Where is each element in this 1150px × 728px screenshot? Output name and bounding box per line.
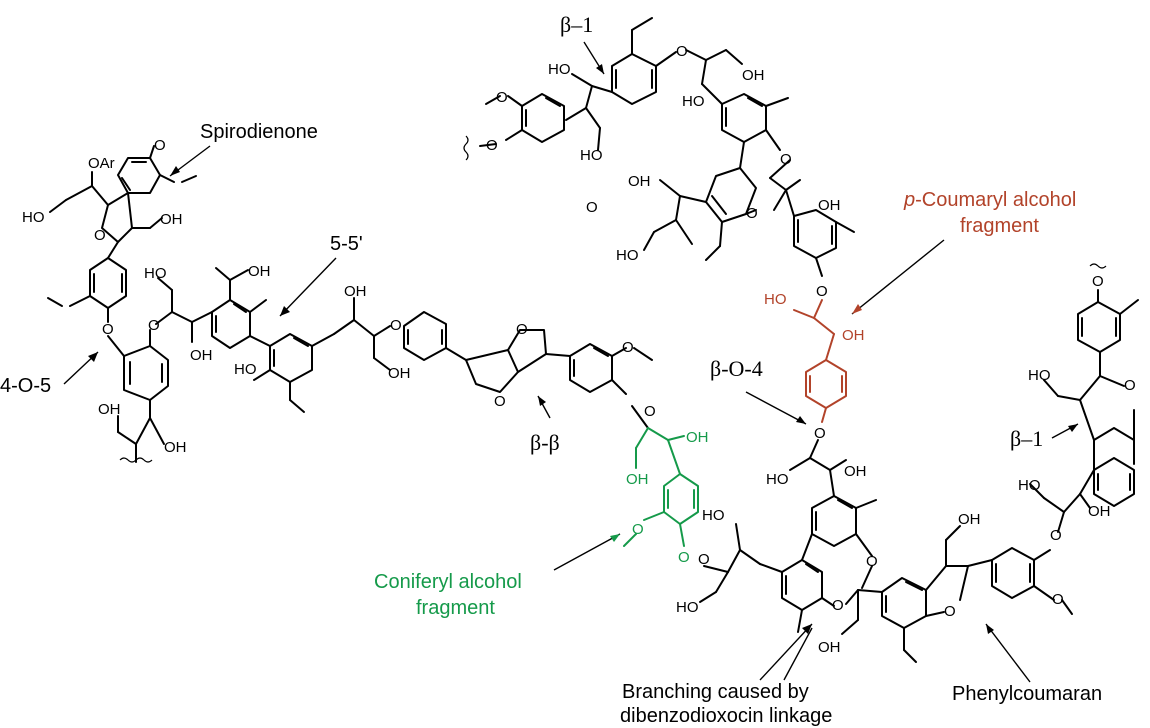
coniferyl-right-ring [569,343,653,429]
atom-oh: OH [164,439,187,456]
five-five-right-ring [253,297,391,413]
atom-oh-red: OH [842,327,865,344]
atom-ho: HO [1028,367,1051,384]
atom-oh: OH [1088,503,1111,520]
label-coniferyl-line2: fragment [416,597,495,619]
atom-oh: OH [248,263,271,280]
atom-oh: OH [160,211,183,228]
label-branching-line2: dibenzodioxocin linkage [620,705,832,727]
atom-oh: OH [818,639,841,656]
atom-o: O [486,137,498,154]
left-aryl-ring [47,257,127,357]
label-branching-line1: Branching caused by [622,681,809,703]
spirodienone-unit [49,145,197,259]
atom-ho: HO [234,361,257,378]
atom-ho: HO [676,599,699,616]
atom-oh: OH [98,401,121,418]
atom-ho: HO [548,61,571,78]
annotations: Spirodienone 5-5' 4-O-5 β-β β–1 β-O-4 β–… [0,12,1102,727]
label-beta-o-four: β-O-4 [710,356,763,381]
atom-oh: OH [344,283,367,300]
label-phenylcoumaran: Phenylcoumaran [952,683,1102,705]
atom-oh: OH [388,365,411,382]
label-four-o-five: 4-O-5 [0,375,51,397]
label-p-coumaryl-rest: -Coumaryl alcohol [915,189,1076,211]
atom-ho: HO [580,147,603,164]
atom-o: O [746,205,758,222]
five-five-left-ring [155,267,271,349]
atom-o-green: O [678,549,690,566]
atom-o: O [698,551,710,568]
atom-o: O [102,321,114,338]
atom-oh: OH [190,347,213,364]
atom-oh: OH [844,463,867,480]
label-beta-beta: β-β [530,430,560,455]
atom-labels: O OAr HO OH O O OH OH O HO OH OH HO OH O… [22,43,1136,656]
atom-o: O [1052,591,1064,608]
atom-oh: OH [628,173,651,190]
label-p-coumaryl-line2: fragment [960,215,1039,237]
atom-ho: HO [22,209,45,226]
atom-o: O [944,603,956,620]
atom-ho: HO [1018,477,1041,494]
label-p-coumaryl: p-Coumaryl alcohol [903,189,1076,211]
atom-oar: OAr [88,155,115,172]
top-beta-one-unit [463,17,743,161]
atom-o: O [814,425,826,442]
atom-o: O [1124,377,1136,394]
coniferyl-fragment [623,427,699,547]
top-dibenzodioxocin [643,93,855,277]
atom-ho: HO [616,247,639,264]
label-p-coumaryl-italic: p [903,189,915,211]
atom-o: O [1050,527,1062,544]
p-coumaryl-fragment [793,299,847,423]
atom-o: O [494,393,506,410]
atom-ho: HO [144,265,167,282]
atom-o-green: O [632,521,644,538]
atom-o: O [94,227,106,244]
four-o-five-ring [117,329,169,463]
atom-o: O [1092,273,1104,290]
atom-ho: HO [682,93,705,110]
atom-o: O [866,553,878,570]
atom-o: O [390,317,402,334]
atom-ho: HO [702,507,725,524]
atom-o: O [148,317,160,334]
atom-o: O [832,597,844,614]
atom-ho: HO [766,471,789,488]
atom-oh-green: OH [626,471,649,488]
label-spirodienone: Spirodienone [200,121,318,143]
label-beta-one-right: β–1 [1010,426,1043,451]
atom-oh: OH [818,197,841,214]
label-five-five: 5-5' [330,233,363,255]
atom-o: O [516,321,528,338]
label-coniferyl-line1: Coniferyl alcohol [374,571,522,593]
atom-o: O [676,43,688,60]
bottom-dibenzodioxocin [699,439,883,635]
right-beta-one-unit [1029,263,1139,533]
atom-o: O [496,89,508,106]
atom-o: O [780,151,792,168]
atom-o: O [586,199,598,216]
atom-o: O [154,137,166,154]
atom-o: O [816,283,828,300]
atom-oh: OH [742,67,765,84]
atom-o: O [622,339,634,356]
beta-beta-unit [403,311,571,393]
atom-oh: OH [958,511,981,528]
label-beta-one-top: β–1 [560,12,593,37]
atom-ho-red: HO [764,291,787,308]
atom-oh-green: OH [686,429,709,446]
atom-o: O [644,403,656,420]
phenylcoumaran-unit [881,525,1073,663]
